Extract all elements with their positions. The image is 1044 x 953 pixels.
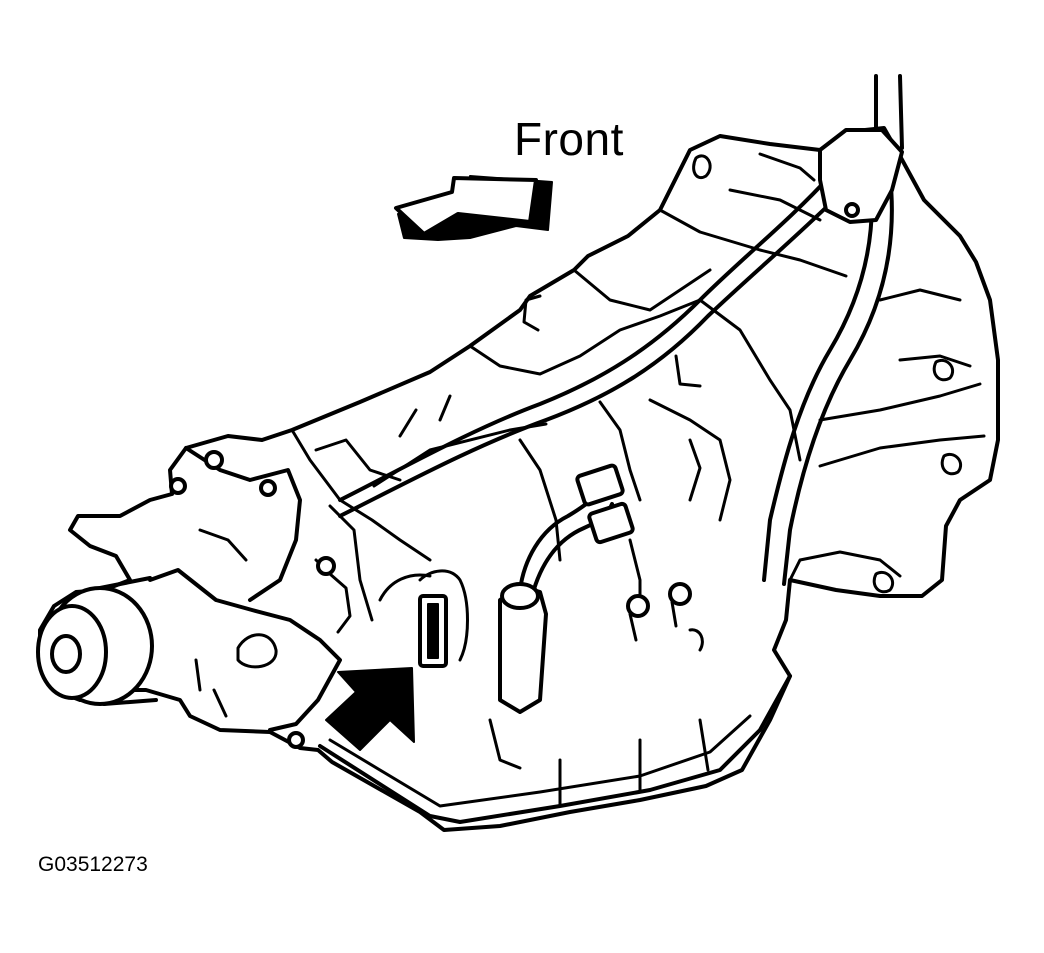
figure-id: G03512273 [38, 853, 148, 876]
front-direction-label: Front [514, 113, 624, 165]
speed-sensor [418, 594, 448, 668]
front-direction-arrow-icon [394, 175, 553, 241]
transmission-case [38, 126, 1000, 832]
wiring-harness [378, 463, 635, 714]
case-bolts [314, 556, 704, 652]
oil-pan [318, 674, 792, 824]
output-flange [36, 576, 158, 706]
cooler-lines [338, 74, 904, 586]
callout-arrow-icon [325, 667, 415, 751]
extension-housing [148, 446, 342, 749]
